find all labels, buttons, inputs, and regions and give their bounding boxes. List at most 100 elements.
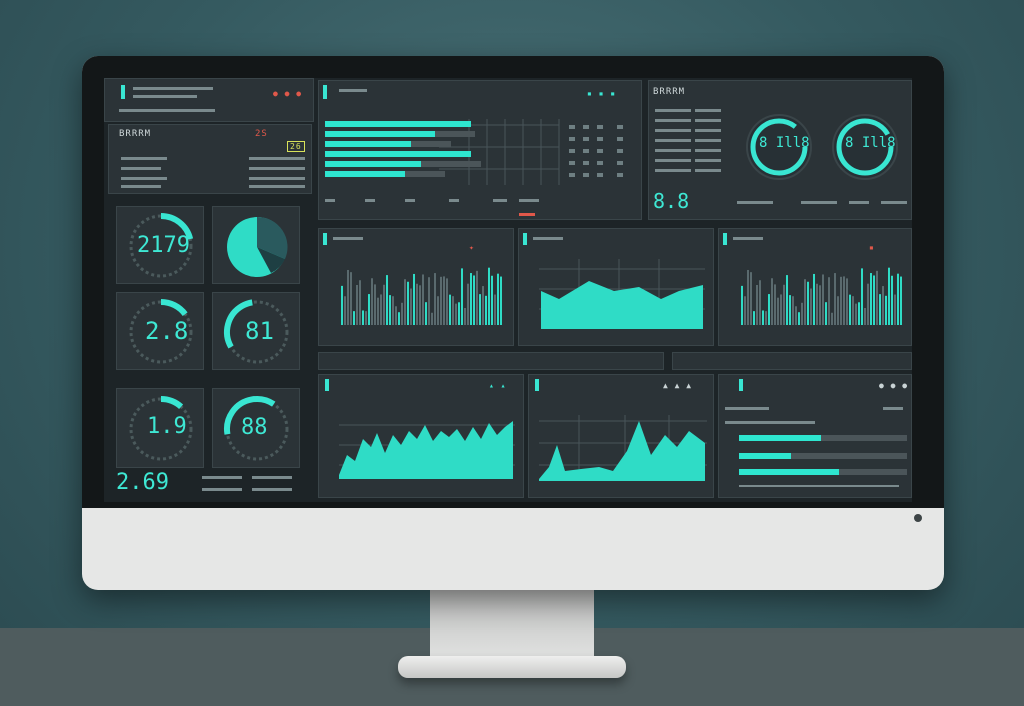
bar-mark (386, 275, 388, 325)
bar-mark (356, 284, 358, 325)
chart-3-icons[interactable]: ▴ ▴ (489, 381, 507, 390)
pie-chart (227, 216, 288, 277)
bar-mark (888, 267, 890, 325)
area-chart-3 (539, 415, 707, 481)
bar-mark (768, 294, 770, 325)
bar-mark (380, 294, 382, 325)
bar-chart-1 (341, 267, 502, 325)
bar-mark (765, 311, 767, 325)
bar-mark (344, 296, 346, 325)
bar-mark (470, 273, 472, 325)
bar-mark (789, 295, 791, 325)
bar-mark (876, 270, 878, 325)
bar-mark (798, 312, 800, 325)
gauge-value-2: 2.8 (145, 317, 189, 345)
bar-mark (777, 297, 779, 325)
bar-mark (852, 296, 854, 325)
bar-mark (398, 312, 400, 325)
ring-gauges (746, 114, 898, 180)
bar-mark (347, 269, 349, 325)
bar-mark (804, 279, 806, 325)
alert-icon[interactable]: ● ● ● (273, 89, 303, 98)
progress-panel: ● ● ● (718, 374, 912, 498)
gauge-panel-5: 88 (212, 388, 300, 468)
bar-mark (437, 296, 439, 325)
monitor-power-indicator (914, 514, 922, 522)
bar-mark (431, 312, 433, 325)
bar-mark (476, 270, 478, 325)
monitor-stand-neck (430, 590, 594, 662)
top-left-toolbar: ● ● ● (104, 78, 314, 122)
gauge-value-4: 1.9 (147, 414, 187, 439)
summary-value-yellow: 26 (287, 141, 305, 152)
bar-mark (762, 310, 764, 325)
progress-bar-2 (739, 453, 791, 459)
bar-mark (834, 273, 836, 325)
bar-mark (810, 288, 812, 325)
bar-mark (485, 295, 487, 325)
area-chart-panel-1 (518, 228, 714, 346)
bar-mark (825, 302, 827, 325)
bar-mark (822, 274, 824, 325)
area-chart-panel-2: ▴ ▴ (318, 374, 524, 498)
bar-mark (458, 302, 460, 325)
chart-4-icons[interactable]: ▲ ▲ ▲ (663, 381, 693, 390)
hbar-panel-icons[interactable]: ▪ ▪ ▪ (587, 89, 617, 98)
bar-mark (443, 276, 445, 325)
bar-mark (771, 278, 773, 325)
bar-mark (473, 275, 475, 325)
bar-mark (365, 311, 367, 325)
bar-mark (843, 276, 845, 325)
bar-mark (891, 275, 893, 325)
gauge-value-3: 81 (245, 317, 274, 345)
pie-panel (212, 206, 300, 284)
bar-mark (428, 277, 430, 325)
ring-value-1: 8 Ill8 (759, 135, 810, 151)
bottom-left-value: 2.69 (116, 470, 169, 495)
chart-2-alert-icon[interactable]: ▪ (869, 243, 875, 252)
bar-mark (479, 294, 481, 325)
bar-mark (419, 285, 421, 325)
bar-mark (867, 283, 869, 325)
bar-mark (855, 303, 857, 325)
monitor-bezel: ● ● ● BRRRM 2S 26 2 (82, 56, 944, 508)
area-chart-panel-3: ▲ ▲ ▲ (528, 374, 714, 498)
bar-mark (837, 296, 839, 325)
bar-mark (461, 268, 463, 325)
bar-mark (819, 285, 821, 325)
bar-mark (377, 297, 379, 325)
bar-mark (828, 277, 830, 325)
progress-bar-1 (739, 435, 821, 441)
bar-chart-2 (741, 267, 902, 325)
bar-mark (858, 302, 860, 325)
bar-mark (783, 284, 785, 325)
chart-1-alert-icon[interactable]: ✦ (469, 243, 475, 252)
gauge-panel-4: 1.9 (116, 388, 204, 468)
bar-mark (795, 306, 797, 325)
progress-panel-icons[interactable]: ● ● ● (879, 381, 909, 390)
gauge-value-5: 88 (241, 415, 268, 440)
gauge-ring-2 (128, 299, 194, 365)
bar-mark (350, 272, 352, 325)
bar-mark (897, 273, 899, 325)
bar-mark (900, 276, 902, 325)
rings-panel: BRRRM 8.8 8 Ill8 8 Ill8 (648, 80, 912, 220)
bar-mark (434, 273, 436, 325)
bar-mark (894, 294, 896, 325)
gauge-panel-1: 2179 (116, 206, 204, 284)
bar-mark (861, 268, 863, 325)
bar-mark (879, 294, 881, 325)
bar-mark (392, 296, 394, 325)
bar-mark (389, 295, 391, 325)
gauge-panel-2: 2.8 (116, 292, 204, 370)
bar-mark (753, 311, 755, 325)
bar-mark (362, 310, 364, 325)
accent-marker (121, 85, 125, 99)
gauge-ring-4 (128, 396, 194, 462)
summary-value-red: 2S (255, 129, 268, 139)
bar-mark (374, 284, 376, 325)
bar-mark (807, 281, 809, 325)
gauge-ring-3 (224, 299, 290, 365)
progress-bar-3 (739, 469, 839, 475)
bar-mark (440, 276, 442, 325)
